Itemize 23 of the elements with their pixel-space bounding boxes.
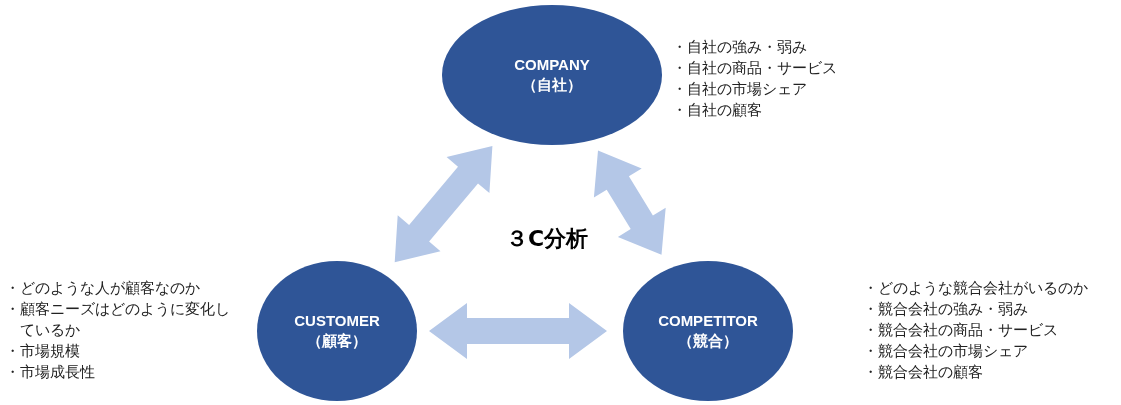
bullet-item: ・競合会社の顧客 xyxy=(863,362,984,383)
bullet-item: ・自社の商品・サービス xyxy=(672,58,838,79)
bullet-item: ・競合会社の強み・弱み xyxy=(863,299,1029,320)
bullet-item: ・自社の強み・弱み xyxy=(672,37,808,58)
diagram-title: ３C分析 xyxy=(506,225,589,253)
bullet-item: ・自社の市場シェア xyxy=(672,79,808,100)
node-title: COMPETITOR xyxy=(658,311,758,331)
bullet-item: ・市場規模 xyxy=(5,341,81,362)
node-title: CUSTOMER xyxy=(294,311,380,331)
double-arrow xyxy=(394,145,493,263)
node-subtitle: （顧客） xyxy=(307,331,367,351)
double-arrow xyxy=(593,150,666,255)
node-subtitle: （競合） xyxy=(678,331,738,351)
node-title: COMPANY xyxy=(514,55,590,75)
bullet-item: ・顧客ニーズはどのように変化しているか xyxy=(5,299,231,341)
bullet-item: ・市場成長性 xyxy=(5,362,96,383)
bullet-item: ・どのような競合会社がいるのか xyxy=(863,278,1089,299)
bullet-item: ・どのような人が顧客なのか xyxy=(5,278,201,299)
node-subtitle: （自社） xyxy=(522,75,582,95)
double-arrow xyxy=(429,303,607,359)
bullet-item: ・自社の顧客 xyxy=(672,100,763,121)
bullet-item: ・競合会社の市場シェア xyxy=(863,341,1029,362)
bullet-item: ・競合会社の商品・サービス xyxy=(863,320,1059,341)
